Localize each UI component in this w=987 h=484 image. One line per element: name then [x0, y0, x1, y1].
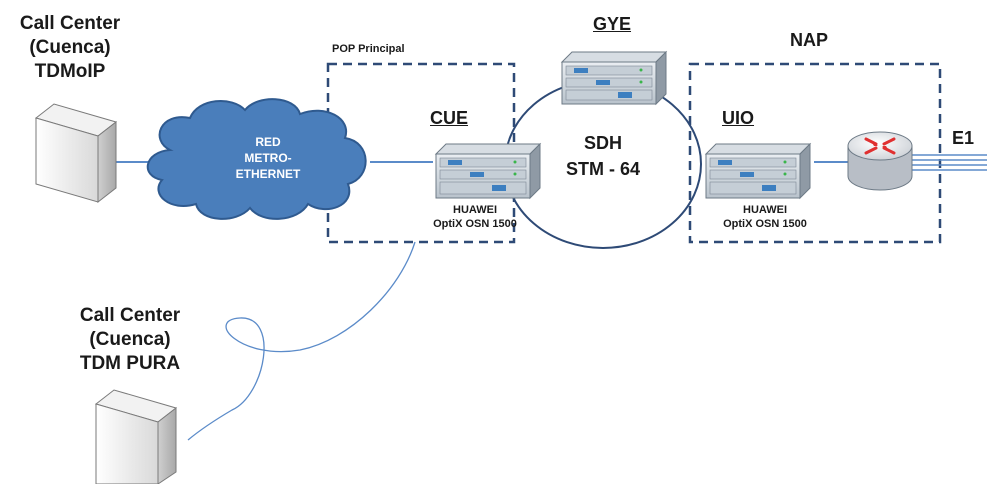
cloud-label: RED METRO- ETHERNET	[218, 134, 318, 182]
router-icon	[847, 131, 913, 191]
cc2-line-2: (Cuenca)	[89, 329, 171, 350]
e1-label: E1	[952, 128, 975, 148]
tdm-cable	[187, 241, 416, 441]
equip-uio-line-2: OptiX OSN 1500	[723, 218, 807, 230]
cc1-line-3: TDMoIP	[34, 61, 106, 82]
cloud-icon	[146, 98, 367, 220]
equip-uio-line-1: HUAWEI	[743, 204, 787, 216]
optix-osn-1500-icon	[434, 142, 542, 200]
optix-osn-1500-icon	[704, 142, 812, 200]
call-center-tdm-pura-label: Call Center (Cuenca) TDM PURA	[60, 304, 200, 376]
cc2-line-1: Call Center	[79, 305, 181, 326]
equipment-uio-label: HUAWEI OptiX OSN 1500	[710, 203, 820, 231]
nap-box	[688, 62, 942, 244]
cc1-line-2: (Cuenca)	[29, 37, 111, 58]
server-icon	[94, 389, 178, 484]
server-icon	[34, 103, 118, 204]
sdh-stm64-label: SDH STM - 64	[553, 130, 653, 182]
pop-principal-label: POP Principal	[332, 43, 405, 55]
cloud-line-2: METRO-	[244, 151, 292, 165]
equip-cue-line-2: OptiX OSN 1500	[433, 218, 517, 230]
cloud-line-1: RED	[255, 135, 281, 149]
equipment-cue-label: HUAWEI OptiX OSN 1500	[420, 203, 530, 231]
equip-cue-line-1: HUAWEI	[453, 204, 497, 216]
e1-trunk-lines	[912, 154, 987, 171]
cc1-line-1: Call Center	[19, 13, 121, 34]
sdh-line-2: STM - 64	[565, 159, 640, 179]
cc2-line-3: TDM PURA	[79, 353, 181, 374]
site-uio-label: UIO	[722, 108, 755, 128]
site-gye-label: GYE	[593, 14, 632, 34]
cloud-line-3: ETHERNET	[235, 167, 301, 181]
call-center-tdmoip-label: Call Center (Cuenca) TDMoIP	[10, 12, 130, 84]
nap-label: NAP	[790, 30, 829, 50]
site-cue-label: CUE	[430, 108, 469, 128]
sdh-line-1: SDH	[583, 133, 622, 153]
optix-osn-1500-icon	[560, 50, 668, 106]
